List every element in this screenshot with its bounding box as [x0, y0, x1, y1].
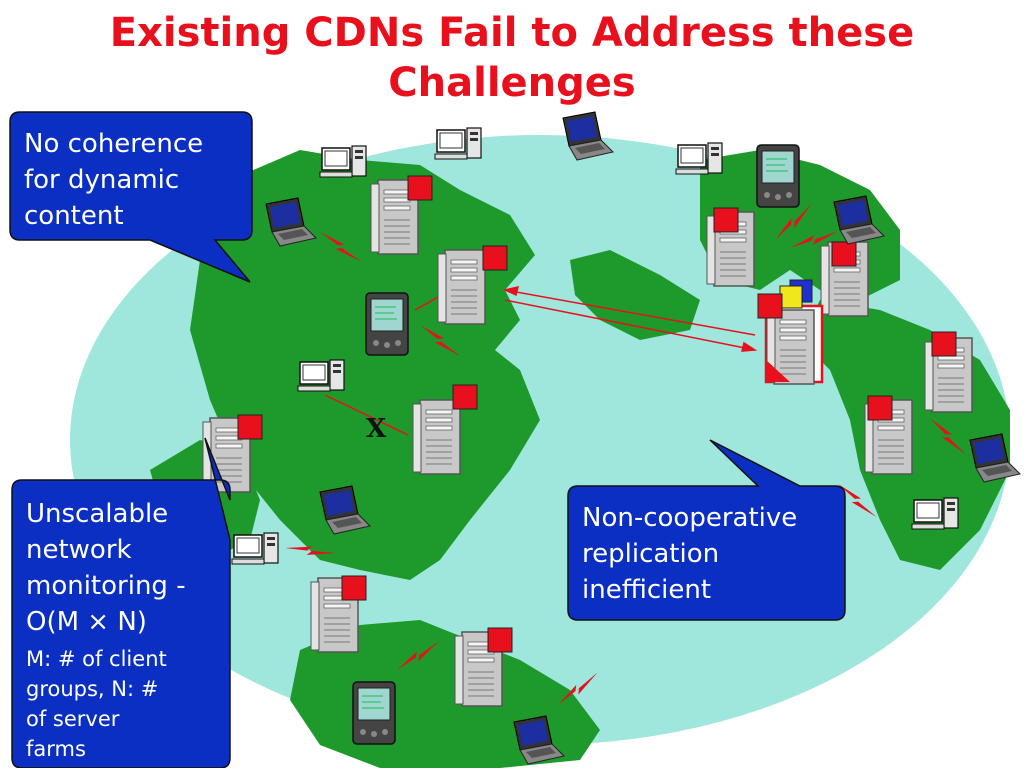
desktop-computer-icon — [675, 142, 723, 175]
replica-square-icon — [341, 575, 367, 601]
callout-replication-text: Non-cooperative replication inefficient — [582, 500, 797, 608]
callout-replication — [567, 439, 846, 621]
arrow-head — [502, 285, 520, 297]
replica-square-icon — [713, 207, 739, 233]
replica-square-icon — [931, 331, 957, 357]
callout-coherence — [9, 111, 253, 283]
island-center — [570, 250, 700, 340]
callout-bubble — [567, 439, 846, 621]
server-icon — [437, 249, 486, 325]
pda-icon — [352, 681, 396, 745]
callout-line: replication — [582, 539, 720, 569]
replica-square-icon — [237, 414, 263, 440]
replica-square-icon — [757, 293, 783, 319]
arrow-head — [741, 341, 758, 352]
replica-square-icon — [452, 384, 478, 410]
replica-square-icon — [407, 175, 433, 201]
callout-line: for dynamic — [24, 165, 180, 195]
replica-square-yellow-icon — [779, 285, 803, 309]
replica-square-icon — [831, 241, 857, 267]
callout-note-line: farms — [26, 737, 86, 761]
desktop-computer-icon — [297, 359, 345, 392]
pda-icon — [365, 292, 409, 356]
desktop-computer-icon — [319, 145, 367, 178]
server-icon — [412, 399, 461, 475]
request-arrow — [504, 289, 756, 336]
callout-scalable-text: Unscalable network monitoring - O(M × N)… — [26, 496, 226, 764]
request-arrows — [324, 285, 758, 436]
request-arrow — [414, 295, 441, 311]
callout-note: M: # of client groups, N: # of server fa… — [26, 644, 226, 764]
desktop-computer-icon — [911, 497, 959, 530]
callout-line: O(M × N) — [26, 607, 147, 637]
callout-line: Non-cooperative — [582, 503, 798, 533]
callout-bubble — [9, 111, 253, 283]
server-farms — [202, 175, 973, 707]
replica-square-icon — [482, 245, 508, 271]
callout-note-line: M: # of client — [26, 647, 167, 671]
callout-line: inefficient — [582, 575, 712, 605]
desktop-computer-icon — [434, 127, 482, 160]
callout-line: No coherence — [24, 129, 204, 159]
slide-title: Existing CDNs Fail to Address these Chal… — [0, 8, 1024, 108]
title-line-2: Challenges — [388, 60, 636, 106]
callout-note-line: groups, N: # — [26, 677, 159, 701]
highlighted-server — [757, 279, 824, 385]
failed-link — [324, 394, 409, 436]
replica-square-icon — [487, 627, 513, 653]
callout-note-line: of server — [26, 707, 120, 731]
callout-coherence-text: No coherence for dynamic content — [24, 126, 203, 234]
callout-line: content — [24, 201, 124, 231]
callout-line: network — [26, 535, 132, 565]
desktop-computer-icon — [231, 532, 279, 565]
title-line-1: Existing CDNs Fail to Address these — [109, 10, 915, 56]
replica-square-icon — [867, 395, 893, 421]
callout-line: monitoring - — [26, 571, 186, 601]
request-arrow — [504, 299, 756, 351]
highlight-corner — [766, 360, 790, 382]
pda-icon — [756, 144, 800, 208]
callout-line: Unscalable — [26, 499, 169, 529]
failure-mark: X — [366, 414, 387, 444]
